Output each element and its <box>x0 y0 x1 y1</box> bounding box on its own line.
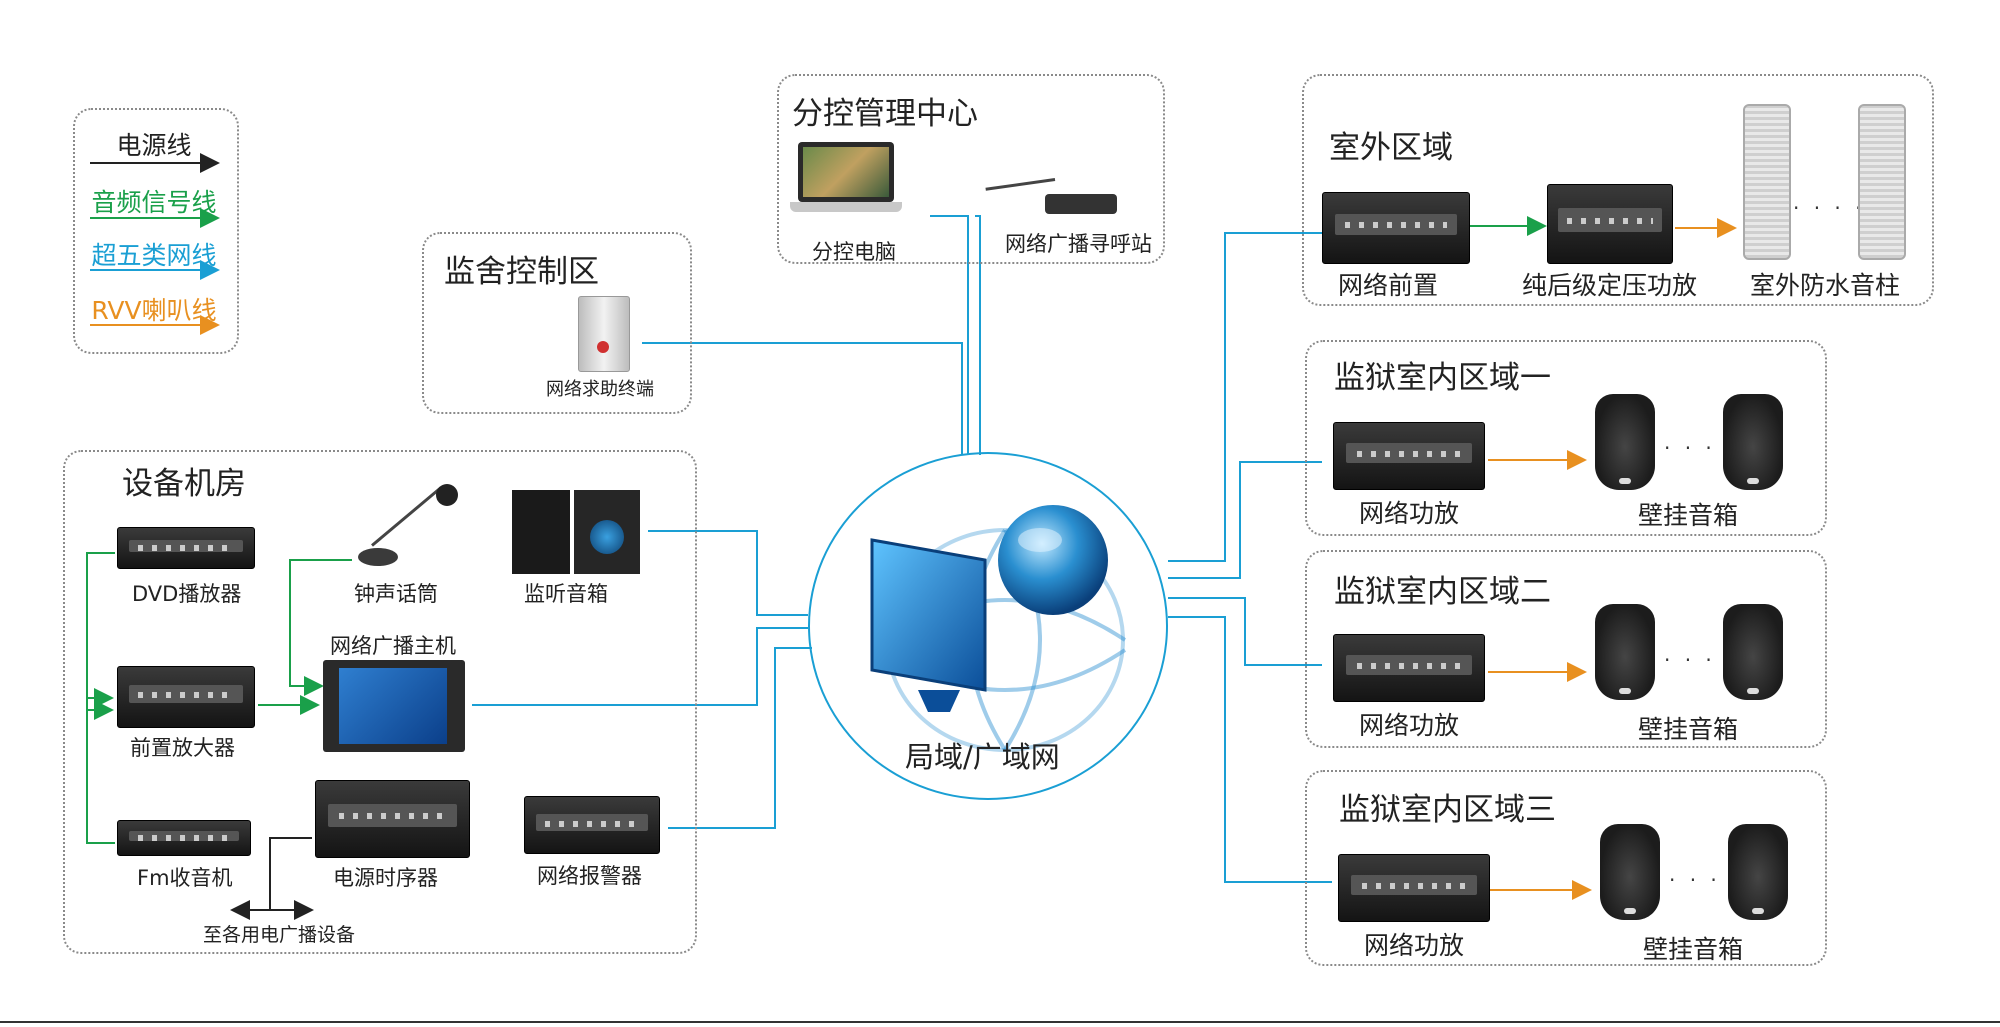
dvd-player-icon <box>117 527 255 569</box>
indoor-zone-1-title: 监狱室内区域一 <box>1334 360 1551 396</box>
indoor-3-speaker-icon-2 <box>1728 824 1788 920</box>
network-circle <box>808 452 1168 800</box>
indoor-3-amp-icon <box>1338 854 1490 922</box>
column-speaker-label: 室外防水音柱 <box>1750 271 1901 300</box>
indoor-3-speaker-icon-1 <box>1600 824 1660 920</box>
indoor-1-speaker-icon-1 <box>1595 394 1655 490</box>
indoor-2-speaker-icon-1 <box>1595 604 1655 700</box>
legend-lines <box>90 153 220 335</box>
preamp-icon <box>117 666 255 728</box>
indoor-1-amp-label: 网络功放 <box>1359 499 1460 528</box>
preamp-label: 前置放大器 <box>130 736 235 760</box>
legend-audio-line: 音频信号线 <box>91 188 217 217</box>
column-speaker-icon-2 <box>1858 104 1906 260</box>
indoor-3-amp-label: 网络功放 <box>1364 931 1465 960</box>
equipment-room-zone <box>63 450 697 954</box>
monitor-speaker-label: 监听音箱 <box>524 582 608 606</box>
indoor-zone-3-title: 监狱室内区域三 <box>1339 792 1556 828</box>
help-terminal-label: 网络求助终端 <box>546 379 654 400</box>
dorm-control-title: 监舍控制区 <box>444 254 599 290</box>
audio-lines <box>86 216 1547 844</box>
fm-radio-icon <box>117 820 251 856</box>
branch-control-zone <box>777 74 1165 264</box>
branch-control-title: 分控管理中心 <box>792 96 978 132</box>
legend-box <box>73 108 239 354</box>
indoor-2-speaker-icon-2 <box>1723 604 1783 700</box>
to-devices-label: 至各用电广播设备 <box>203 924 356 946</box>
indoor-zone-2 <box>1305 550 1827 748</box>
indoor-zone-3 <box>1305 770 1827 966</box>
pc-label: 分控电脑 <box>812 240 896 264</box>
chime-mic-label: 钟声话筒 <box>354 582 438 606</box>
network-lines <box>472 215 1332 883</box>
indoor-zone-2-title: 监狱室内区域二 <box>1334 574 1551 610</box>
indoor-3-speaker-label: 壁挂音箱 <box>1643 935 1744 964</box>
paging-station-icon <box>985 172 1117 216</box>
indoor-1-speaker-label: 壁挂音箱 <box>1638 501 1739 530</box>
legend-rvv-line: RVV喇叭线 <box>91 296 217 325</box>
fm-radio-label: Fm收音机 <box>137 866 233 890</box>
bottom-rule <box>0 1021 2000 1023</box>
indoor-2-speaker-label: 壁挂音箱 <box>1638 715 1739 744</box>
rvv-lines <box>1488 218 1737 900</box>
network-label: 局域/广域网 <box>905 740 1060 774</box>
indoor-1-amp-icon <box>1333 422 1485 490</box>
power-lines <box>230 837 314 920</box>
legend-power-line: 电源线 <box>116 131 192 160</box>
network-front-label: 网络前置 <box>1338 271 1439 300</box>
outdoor-zone <box>1302 74 1934 306</box>
dorm-control-zone <box>422 232 692 414</box>
broadcast-host-label: 网络广播主机 <box>330 634 456 658</box>
column-speaker-icon-1 <box>1743 104 1791 260</box>
network-alarm-icon <box>524 796 660 854</box>
power-sequencer-icon <box>315 780 470 858</box>
network-front-icon <box>1322 192 1470 264</box>
indoor-2-amp-icon <box>1333 634 1485 702</box>
outdoor-title: 室外区域 <box>1329 130 1453 166</box>
legend-cat5-line: 超五类网线 <box>91 241 217 270</box>
broadcast-host-icon <box>323 660 465 752</box>
network-alarm-label: 网络报警器 <box>537 864 642 888</box>
dvd-player-label: DVD播放器 <box>132 582 242 606</box>
help-terminal-icon <box>578 296 630 372</box>
laptop-icon <box>790 142 902 214</box>
indoor-2-amp-label: 网络功放 <box>1359 711 1460 740</box>
indoor-zone-1 <box>1305 340 1827 536</box>
indoor-1-speaker-icon-2 <box>1723 394 1783 490</box>
power-amp-icon <box>1547 184 1673 264</box>
monitor-speaker-icon <box>512 490 640 574</box>
equipment-room-title: 设备机房 <box>122 466 246 502</box>
paging-station-label: 网络广播寻呼站 <box>1005 232 1152 256</box>
power-amp-label: 纯后级定压功放 <box>1522 271 1698 300</box>
power-sequencer-label: 电源时序器 <box>333 866 438 890</box>
chime-mic-icon <box>352 484 460 570</box>
